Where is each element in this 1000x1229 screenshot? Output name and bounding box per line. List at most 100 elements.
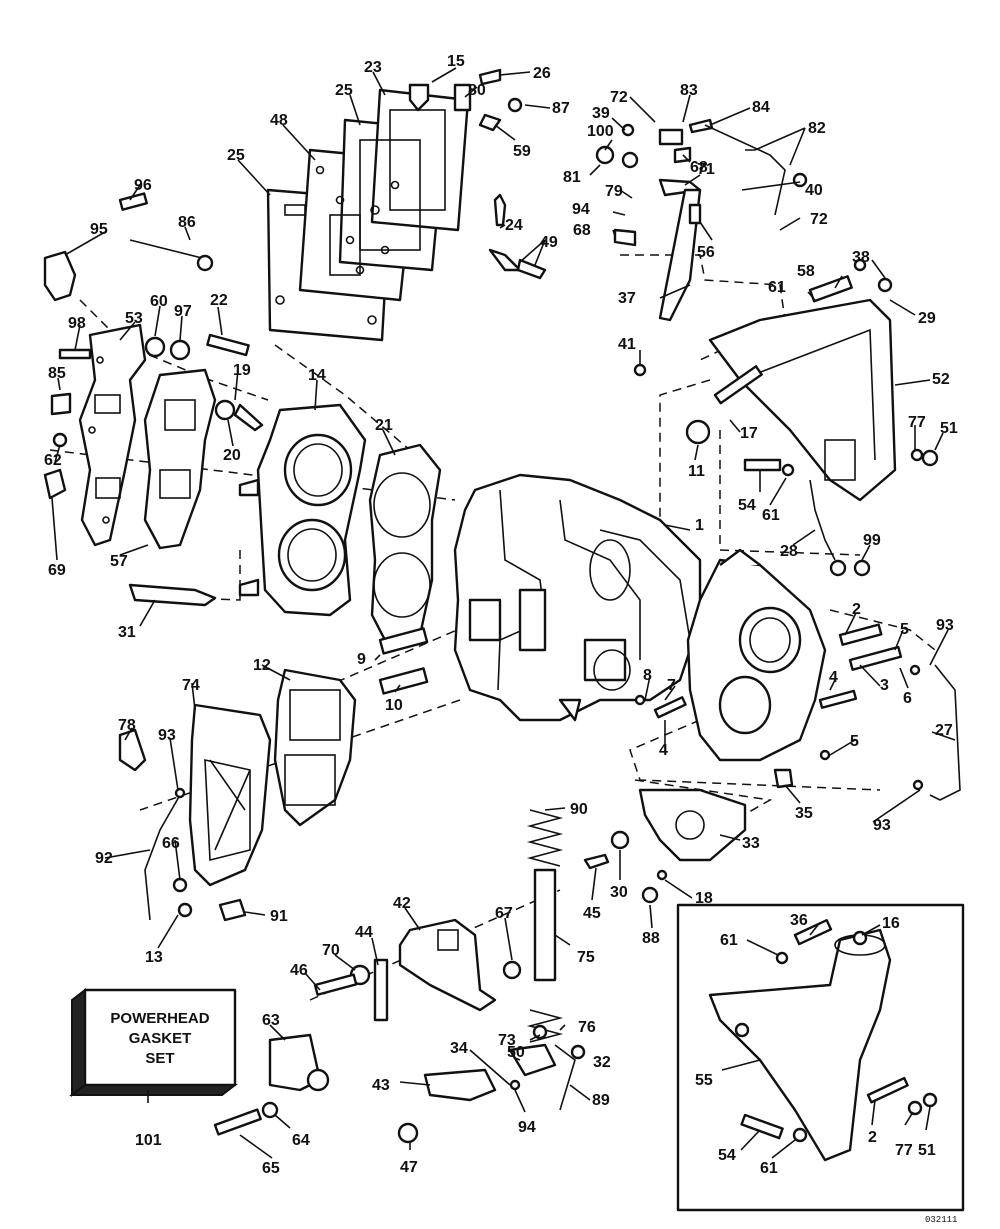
callout-81: 81 <box>563 169 581 186</box>
callout-60: 60 <box>150 293 168 310</box>
callout-99: 99 <box>863 532 881 549</box>
callout-47: 47 <box>400 1159 418 1176</box>
callout-labels: 1 2 2 3 4 4 5 5 6 7 8 9 10 11 12 13 14 1… <box>44 53 958 1225</box>
callout-93b: 93 <box>936 617 954 634</box>
callout-61c: 61 <box>720 932 738 949</box>
callout-78: 78 <box>118 717 136 734</box>
callout-59: 59 <box>513 143 531 160</box>
throttle-shaft-springs <box>526 809 564 1043</box>
callout-38: 38 <box>852 249 870 266</box>
callout-3: 3 <box>880 677 889 694</box>
cylinder-head <box>238 403 367 617</box>
cylinder-block <box>453 473 702 722</box>
callout-45: 45 <box>583 905 601 922</box>
callout-56: 56 <box>697 244 715 261</box>
callout-70: 70 <box>322 942 340 959</box>
callout-100: 100 <box>587 123 614 140</box>
callout-8: 8 <box>643 667 652 684</box>
callout-15: 15 <box>447 53 465 70</box>
callout-44: 44 <box>355 924 373 941</box>
head-gasket <box>368 443 442 642</box>
throttle-cam <box>638 788 747 862</box>
callout-46: 46 <box>290 962 308 979</box>
gasket-set-box: POWERHEAD GASKET SET <box>69 987 238 1098</box>
callout-13: 13 <box>145 949 163 966</box>
callout-93a: 93 <box>158 727 176 744</box>
callout-24: 24 <box>505 217 523 234</box>
callout-95: 95 <box>90 221 108 238</box>
callout-36: 36 <box>790 912 808 929</box>
callout-61d: 61 <box>760 1160 778 1177</box>
callout-35: 35 <box>795 805 813 822</box>
callout-91: 91 <box>270 908 288 925</box>
callout-72a: 72 <box>610 89 628 106</box>
callout-85: 85 <box>48 365 66 382</box>
choke-lever <box>423 1068 497 1102</box>
callout-93c: 93 <box>873 817 891 834</box>
callout-9: 9 <box>357 651 366 668</box>
callout-12: 12 <box>253 657 271 674</box>
callout-25b: 25 <box>227 147 245 164</box>
callout-65: 65 <box>262 1160 280 1177</box>
callout-54b: 54 <box>718 1147 736 1164</box>
callout-96: 96 <box>134 177 152 194</box>
callout-33: 33 <box>742 835 760 852</box>
callout-73: 73 <box>498 1032 516 1049</box>
callout-17: 17 <box>740 425 758 442</box>
callout-7: 7 <box>667 677 676 694</box>
solenoid-plunger <box>306 1068 330 1092</box>
callout-39: 39 <box>592 105 610 122</box>
callout-68a: 68 <box>690 159 708 176</box>
bypass-covers <box>78 323 217 550</box>
callout-52: 52 <box>932 371 950 388</box>
callout-26: 26 <box>533 65 551 82</box>
callout-76: 76 <box>578 1019 596 1036</box>
fast-idle-lever <box>508 1043 557 1077</box>
callout-6: 6 <box>903 690 912 707</box>
callout-75: 75 <box>577 949 595 966</box>
callout-87: 87 <box>552 100 570 117</box>
callout-51a: 51 <box>940 420 958 437</box>
callout-72b: 72 <box>810 211 828 228</box>
callout-64: 64 <box>292 1132 310 1149</box>
callout-71: 71 <box>697 161 715 178</box>
callout-27: 27 <box>935 722 953 739</box>
callout-40: 40 <box>805 182 823 199</box>
callout-5b: 5 <box>850 733 859 750</box>
callout-61b: 61 <box>762 507 780 524</box>
callout-23: 23 <box>364 59 382 76</box>
leader-lines <box>51 67 956 1159</box>
gasket-set-line1: POWERHEAD <box>110 1010 209 1027</box>
callout-69: 69 <box>48 562 66 579</box>
callout-18: 18 <box>695 890 713 907</box>
support-bracket <box>398 918 497 1012</box>
callout-49: 49 <box>540 234 558 251</box>
callout-77b: 77 <box>895 1142 913 1159</box>
callout-21: 21 <box>375 417 393 434</box>
callout-88: 88 <box>642 930 660 947</box>
callout-98: 98 <box>68 315 86 332</box>
exhaust-cover-stack <box>266 88 470 342</box>
intake-cover <box>188 668 357 887</box>
callout-86: 86 <box>178 214 196 231</box>
callout-53: 53 <box>125 310 143 327</box>
gasket-set-line2: GASKET <box>129 1030 192 1047</box>
callout-5a: 5 <box>900 621 909 638</box>
crankcase-half <box>686 548 827 762</box>
callout-77a: 77 <box>908 414 926 431</box>
callout-1: 1 <box>695 517 704 534</box>
callout-16: 16 <box>882 915 900 932</box>
callout-30: 30 <box>610 884 628 901</box>
callout-67: 67 <box>495 905 513 922</box>
callout-82: 82 <box>808 120 826 137</box>
callout-58: 58 <box>797 263 815 280</box>
callout-63: 63 <box>262 1012 280 1029</box>
callout-62: 62 <box>44 452 62 469</box>
callout-43: 43 <box>372 1077 390 1094</box>
callout-42: 42 <box>393 895 411 912</box>
callout-48: 48 <box>270 112 288 129</box>
callout-28: 28 <box>780 543 798 560</box>
figure-code: 032111 <box>925 1215 957 1225</box>
callout-31: 31 <box>118 624 136 641</box>
